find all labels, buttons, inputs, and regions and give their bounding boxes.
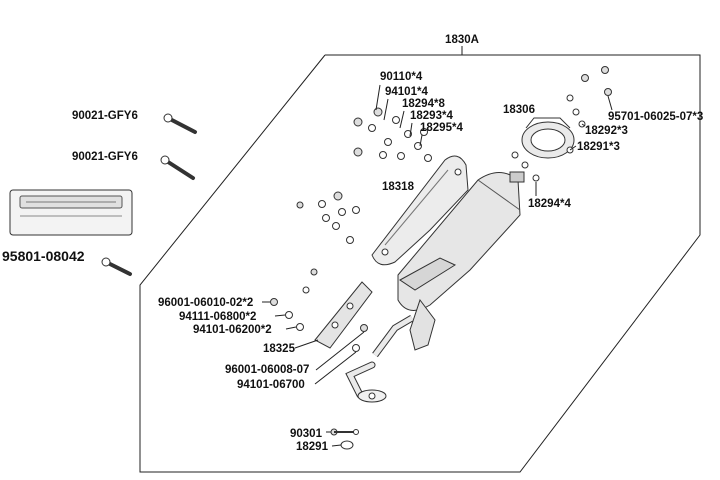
label-washer-94111: 94111-06800*2 [179,311,256,323]
label-washer-94101-c: 94101-06700 [237,379,305,391]
label-18292: 18292*3 [585,125,628,137]
assembly-label: 1830A [445,34,479,46]
label-end-cap: 18306 [503,104,535,116]
bolt-90021-lower [160,155,195,180]
label-gasket-18294: 18294*4 [528,198,571,210]
label-bolt-96001-b: 96001-06008-07 [225,364,309,376]
label-bolts-95701: 95701-06025-07*3 [608,111,703,123]
label-bolt-90301: 90301 [290,428,323,440]
label-bolts-90110: 90110*4 [380,71,423,83]
plate-95801 [9,189,133,236]
fasteners-lower-left [270,268,368,352]
end-cap-18306 [521,117,575,159]
bolt-90301-part [330,428,359,436]
fastener-cluster-middle [296,191,360,244]
muffler-body [397,171,525,351]
gasket-18291-part [340,440,354,450]
label-18293: 18293*4 [410,110,453,122]
heat-shield-18318 [371,155,469,266]
label-18294-8: 18294*8 [402,98,445,110]
plate-bolt [101,257,132,276]
label-18295: 18295*4 [420,122,463,134]
end-cap-fasteners [511,66,612,182]
label-washers-94101: 94101*4 [385,86,428,98]
protector-18325 [314,281,373,349]
label-gasket-18291: 18291 [296,441,329,453]
exhaust-pipe [345,314,414,403]
label-bolt-lower: 90021-GFY6 [72,151,138,163]
label-bolt-upper: 90021-GFY6 [72,110,138,122]
label-18291-3: 18291*3 [577,141,620,153]
assembly-frame [139,46,701,473]
label-bolt-96001-a: 96001-06010-02*2 [158,297,253,309]
label-plate: 95801-08042 [2,248,85,264]
label-protector: 18325 [263,343,296,355]
label-washer-94101-b: 94101-06200*2 [193,324,272,336]
label-heat-shield: 18318 [382,181,415,193]
bolt-90021-upper [163,113,197,134]
